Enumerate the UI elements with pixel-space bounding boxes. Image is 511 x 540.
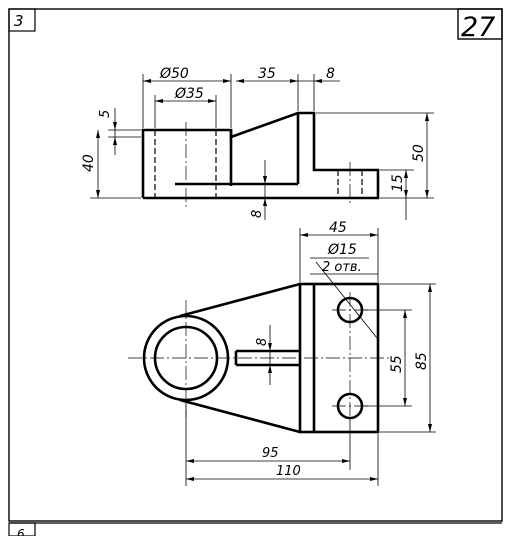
dim-d50: Ø50 [159, 66, 189, 82]
front-view-dimensions [90, 74, 434, 220]
dim-45: 45 [329, 220, 347, 236]
dim-8-rib: 8 [250, 210, 265, 218]
dim-95: 95 [262, 446, 279, 461]
dim-55: 55 [389, 355, 405, 373]
task-number: 27 [461, 12, 495, 43]
dim-15: 15 [390, 174, 406, 192]
dim-holes-count: 2 отв. [322, 260, 362, 275]
dim-40: 40 [81, 154, 97, 172]
task-number-box [457, 8, 503, 40]
dim-35: 35 [258, 66, 276, 82]
front-view [141, 111, 380, 208]
dim-50: 50 [411, 144, 427, 162]
dim-85: 85 [414, 352, 430, 370]
card-number: 3 [14, 12, 24, 30]
plan-view [128, 282, 392, 434]
dim-d35: Ø35 [174, 86, 204, 102]
dim-8-rib-width: 8 [255, 338, 270, 346]
plan-view-dimensions [185, 228, 436, 486]
dim-8-top: 8 [326, 66, 335, 82]
card-number-box [8, 8, 36, 32]
dim-5: 5 [98, 110, 113, 118]
dim-d15: Ø15 [327, 242, 357, 258]
next-card-number: 6 [17, 527, 25, 536]
sheet-frame [8, 8, 503, 537]
dim-110: 110 [276, 464, 301, 479]
